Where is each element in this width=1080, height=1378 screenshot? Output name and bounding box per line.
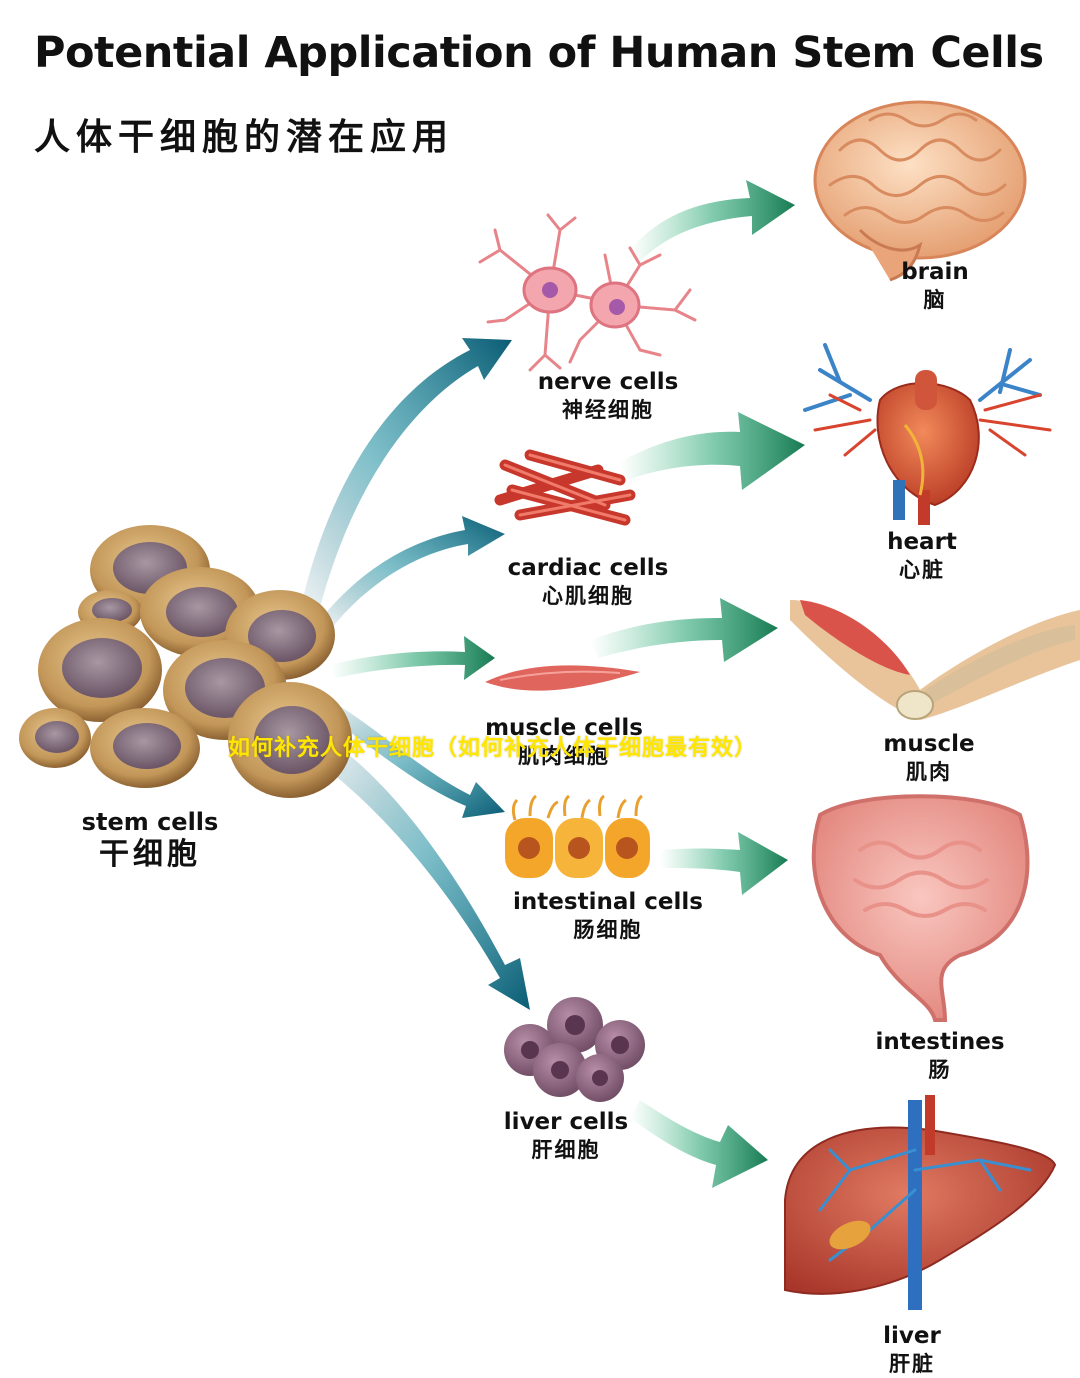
muscle-label-en: muscle [883,731,975,757]
muscle-cells-label-en: muscle cells [485,715,643,741]
stem-cells-label: stem cells 干细胞 [82,808,219,874]
muscle-cell-illustration [485,665,640,691]
liver-cells-illustration [504,997,645,1102]
intestinal-cells-illustration [505,794,650,878]
stem-cells-illustration [19,525,352,798]
cardiac-cells-label: cardiac cells 心肌细胞 [508,554,669,610]
stem-to-cell-arrows [300,338,530,1010]
page-title: Potential Application of Human Stem Cell… [34,28,1044,78]
stem-cells-label-zh: 干细胞 [98,837,201,872]
cardiac-cells-illustration [494,449,636,526]
muscle-cells-label: muscle cells 肌肉细胞 [485,714,643,770]
heart-illustration [803,343,1052,525]
arrow-to-liver [630,1100,768,1188]
muscle-label-zh: 肌肉 [906,760,952,784]
muscle-label: muscle 肌肉 [883,730,974,786]
nerve-cells-illustration [478,213,697,372]
page-subtitle: 人体干细胞的潜在应用 [34,117,455,158]
arrow-to-muscle-cells [330,636,495,680]
intestines-label-zh: 肠 [928,1058,952,1082]
heart-label-zh: 心脏 [899,558,945,582]
arrow-to-nerve-cells [300,338,512,615]
heart-label: heart 心脏 [887,528,957,584]
liver-cells-label-en: liver cells [503,1109,629,1135]
intestines-label-en: intestines [875,1029,1005,1055]
heart-label-en: heart [887,529,957,555]
nerve-cells-label-en: nerve cells [537,369,679,395]
intestinal-cells-label-en: intestinal cells [513,889,703,915]
intestinal-cells-label: intestinal cells 肠细胞 [513,888,703,944]
stem-cells-label-en: stem cells [81,808,219,836]
liver-cells-label: liver cells 肝细胞 [504,1108,628,1164]
liver-cells-label-zh: 肝细胞 [531,1138,601,1162]
muscle-cells-label-zh: 肌肉细胞 [517,744,610,768]
liver-illustration [784,1095,1057,1310]
intestinal-cells-label-zh: 肠细胞 [573,918,643,942]
watermark-caption: 如何补充人体干细胞（如何补充人体干细胞最有效） [228,736,758,761]
arrow-to-muscle [590,598,778,662]
intestines-illustration [811,794,1030,1022]
cardiac-cells-label-zh: 心肌细胞 [541,584,634,608]
liver-label-zh: 肝脏 [888,1352,935,1376]
intestines-label: intestines 肠 [875,1028,1004,1084]
nerve-cells-label-zh: 神经细胞 [561,398,654,422]
brain-label-en: brain [901,259,969,285]
liver-label: liver 肝脏 [883,1322,941,1378]
liver-label-en: liver [883,1323,941,1349]
arrow-to-intestinal-cells [322,700,505,818]
cell-to-organ-arrows [590,180,805,1188]
arrow-to-intestines [660,832,788,895]
arrow-to-brain [630,180,795,262]
arrow-to-cardiac-cells [320,516,505,630]
nerve-cells-label: nerve cells 神经细胞 [538,368,679,424]
brain-illustration [813,100,1027,282]
brain-label-zh: 脑 [923,288,947,312]
muscle-arm-illustration [790,600,1080,720]
cardiac-cells-label-en: cardiac cells [507,555,669,581]
brain-label: brain 脑 [901,258,969,314]
arrow-to-heart [620,412,805,490]
